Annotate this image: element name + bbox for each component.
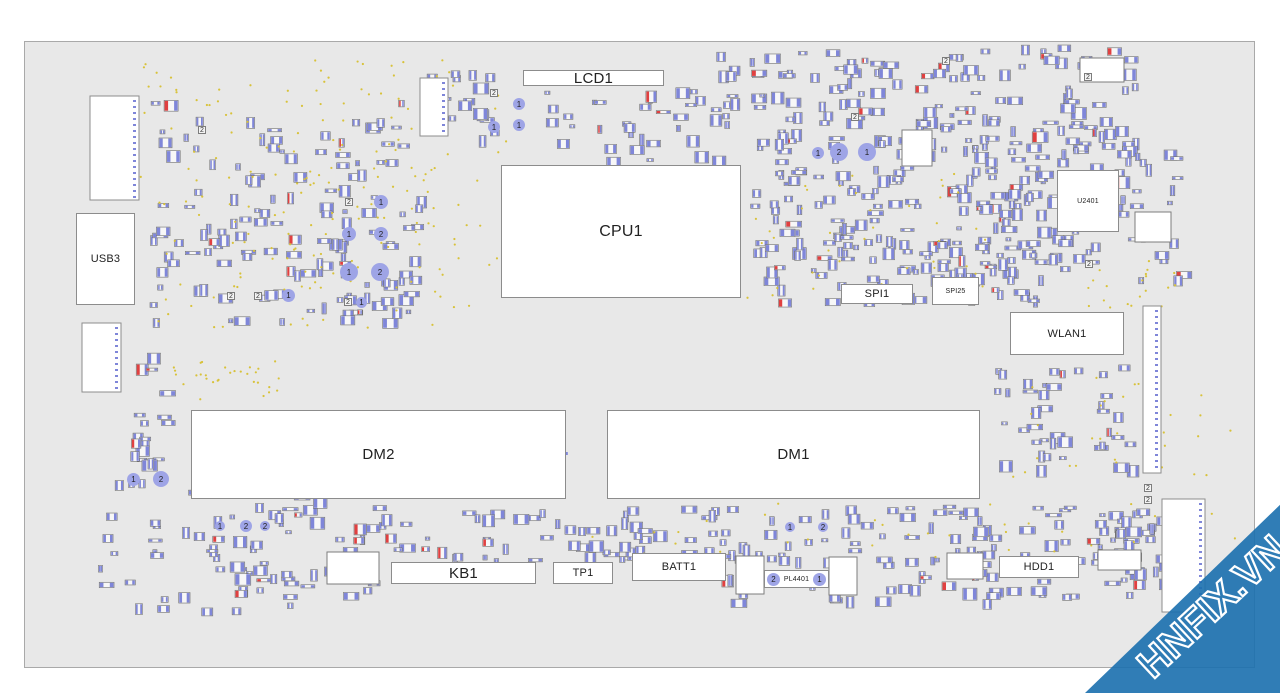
- chip-cpu1[interactable]: CPU1: [501, 165, 741, 298]
- pad-pin-2: 2: [345, 198, 353, 206]
- tp1-label: TP1: [572, 567, 594, 579]
- module-wlan1[interactable]: WLAN1: [1010, 312, 1124, 355]
- pad-pin-1: 1: [282, 289, 295, 302]
- connector-hdd1[interactable]: HDD1: [999, 556, 1079, 578]
- chip-spi25[interactable]: SPI25: [932, 277, 979, 305]
- pad-pin-2: 2: [818, 522, 828, 532]
- cpu1-label: CPU1: [599, 222, 643, 240]
- pad-pin-1: 1: [374, 195, 388, 209]
- pad-pin-2: 2: [227, 292, 235, 300]
- pad-pin-1: 1: [858, 143, 876, 161]
- connector-batt1[interactable]: BATT1: [632, 553, 726, 581]
- connector-tp1[interactable]: TP1: [553, 562, 613, 584]
- pad-pin-2: 2: [1084, 73, 1092, 81]
- lcd1-label: LCD1: [573, 69, 614, 87]
- pad-pin-2: 2: [240, 520, 252, 532]
- pad-pin-1: 1: [513, 119, 525, 131]
- pad-pin-2: 2: [767, 573, 780, 586]
- connector-lcd1[interactable]: LCD1: [523, 69, 664, 87]
- pad-pin-1: 1: [215, 521, 225, 531]
- spi25-label: SPI25: [945, 287, 966, 295]
- spi1-label: SPI1: [864, 288, 890, 300]
- usb3-label: USB3: [90, 253, 121, 265]
- dm1-label: DM1: [773, 446, 814, 463]
- pad-pin-2: 2: [1144, 496, 1152, 504]
- pad-pin-2: 2: [830, 143, 848, 161]
- pad-pin-2: 2: [851, 113, 859, 121]
- pad-pin-2: 2: [1085, 260, 1093, 268]
- pad-pin-2: 2: [1144, 484, 1152, 492]
- pad-pin-1: 1: [785, 522, 795, 532]
- slot-dm1[interactable]: DM1: [607, 410, 980, 499]
- pad-pin-2: 2: [344, 298, 352, 306]
- pad-pin-1: 1: [513, 98, 525, 110]
- pad-pin-2: 2: [260, 521, 270, 531]
- pad-pin-2: 2: [374, 227, 388, 241]
- u2401-label: U2401: [1077, 197, 1099, 205]
- pad-pin-2: 2: [490, 89, 498, 97]
- dm2-label: DM2: [358, 446, 399, 463]
- slot-dm2[interactable]: DM2: [191, 410, 566, 499]
- pl4401-label: PL4401: [783, 575, 810, 583]
- pad-pin-2: 2: [153, 471, 169, 487]
- chip-u2401[interactable]: U2401: [1057, 170, 1119, 232]
- batt1-label: BATT1: [661, 561, 697, 573]
- pad-pin-1: 1: [356, 297, 367, 308]
- connector-usb3[interactable]: USB3: [76, 213, 135, 305]
- pad-pin-1: 1: [488, 121, 500, 133]
- pad-pin-1: 1: [127, 473, 140, 486]
- pad-pin-1: 1: [812, 147, 824, 159]
- pad-pin-1: 1: [813, 573, 826, 586]
- pad-pin-2: 2: [942, 57, 950, 65]
- chip-spi1[interactable]: SPI1: [841, 284, 913, 304]
- pad-pin-2: 2: [371, 263, 389, 281]
- wlan1-label: WLAN1: [1047, 327, 1087, 340]
- hdd1-label: HDD1: [1023, 561, 1055, 573]
- pad-pin-1: 1: [340, 263, 358, 281]
- pad-pin-2: 2: [254, 292, 262, 300]
- pad-pin-1: 1: [342, 227, 356, 241]
- connector-kb1[interactable]: KB1: [391, 562, 536, 584]
- pad-pin-2: 2: [198, 126, 206, 134]
- kb1-label: KB1: [449, 564, 478, 582]
